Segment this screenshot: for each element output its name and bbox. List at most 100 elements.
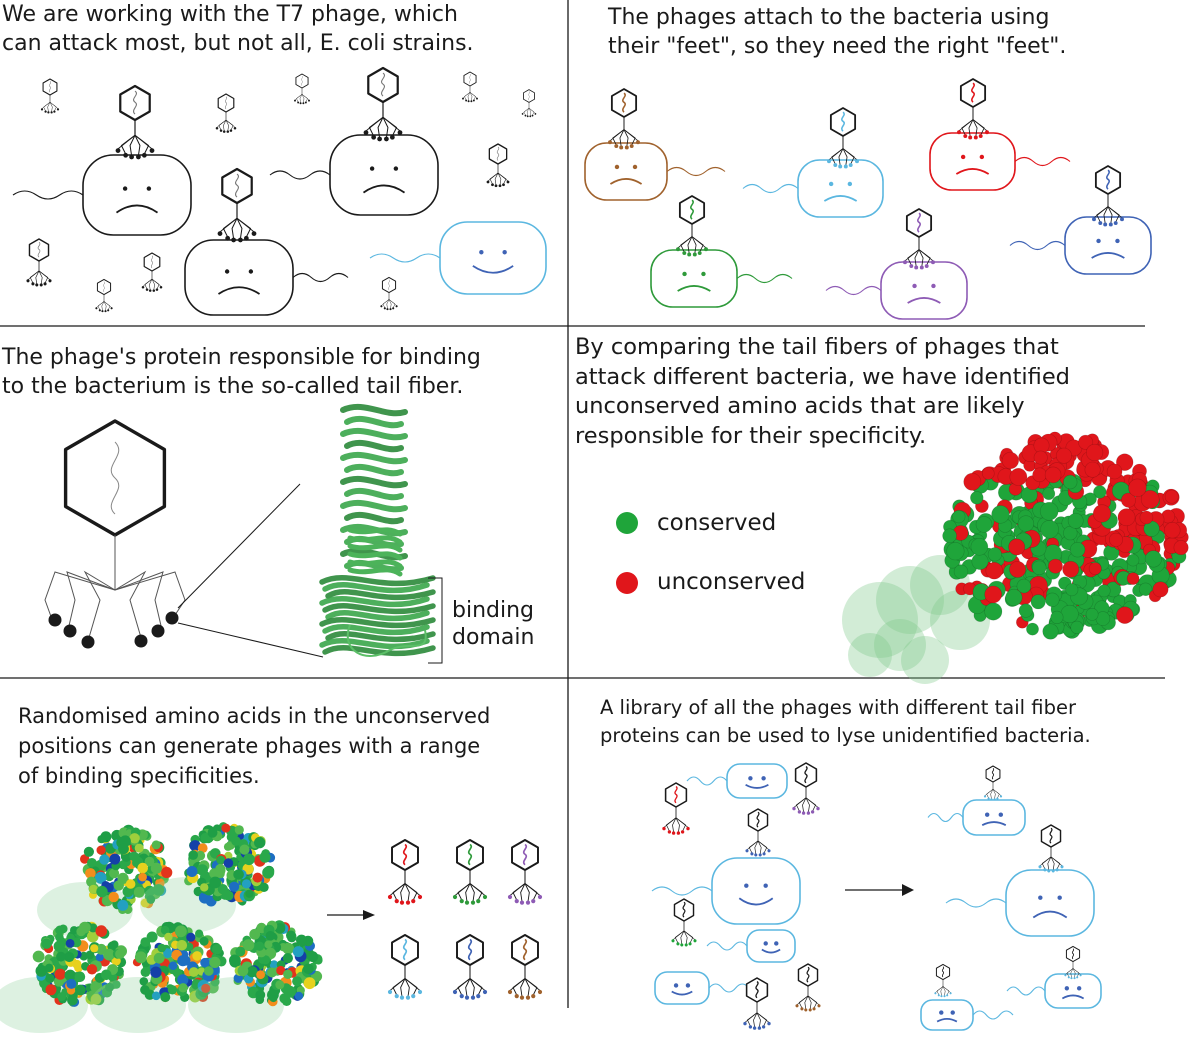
residue: [74, 984, 86, 996]
phage-foot: [688, 942, 692, 946]
residue: [56, 951, 66, 962]
bacterium-eye: [146, 186, 152, 191]
phage-foot: [56, 108, 60, 111]
phage-leg: [918, 249, 924, 267]
phage-foot: [983, 795, 987, 798]
phage-foot: [963, 134, 968, 139]
phage-foot: [943, 995, 946, 998]
phage-foot: [50, 111, 53, 114]
bacterium-body: [920, 999, 974, 1031]
phage-foot: [676, 942, 680, 946]
phage-foot: [1113, 221, 1118, 226]
panel-1-caption: We are working with the T7 phage, which …: [2, 0, 474, 58]
residue: [176, 940, 188, 951]
phage-dna: [224, 96, 228, 110]
residue: [125, 879, 136, 889]
phage-brown-feet: [608, 88, 640, 150]
phage-leg: [134, 134, 153, 150]
residue: [160, 925, 170, 935]
bacterium-flagellum: [269, 170, 331, 180]
phage-foot: [411, 899, 416, 904]
residue: [249, 928, 261, 940]
residue: [66, 978, 77, 989]
phage-leg: [47, 102, 51, 112]
conserved-residue: [1062, 474, 1078, 490]
bacterium-frown: [217, 286, 261, 295]
phage-foot: [53, 110, 56, 113]
phage-foot: [152, 289, 156, 292]
phage-leg: [404, 883, 421, 896]
residue: [153, 952, 165, 964]
binding-domain-label-line-2: domain: [452, 625, 535, 650]
binding-domain-label: binding domain: [452, 597, 534, 651]
phage-dna: [917, 212, 921, 233]
phage-leg: [388, 299, 392, 309]
phage-head-capsid: [367, 66, 399, 104]
residue: [103, 948, 115, 961]
residue: [65, 939, 75, 948]
bacterium-eye: [1096, 238, 1101, 244]
conserved-residue: [1039, 501, 1059, 521]
phage-foot: [693, 939, 697, 943]
phage-foot: [973, 135, 978, 140]
residue: [83, 846, 94, 857]
phage-foot: [949, 992, 952, 995]
arrow-head: [363, 910, 375, 920]
phage-dna: [991, 768, 995, 780]
library-phage-brown: [795, 963, 821, 1012]
phage-foot: [1060, 865, 1064, 869]
phage-leg: [904, 249, 920, 262]
conserved-residue: [946, 542, 965, 561]
phage-leg: [103, 301, 112, 308]
phage-foot: [502, 183, 505, 187]
phage-foot: [754, 853, 758, 857]
randomised-tail-fiber-model: [90, 921, 227, 1033]
phage-head-capsid: [463, 71, 477, 87]
residue: [97, 835, 106, 844]
bacterium-eye: [761, 776, 766, 781]
residue: [264, 940, 273, 949]
surface-faded: [901, 636, 949, 684]
phage-leg: [842, 148, 848, 166]
phage-leg: [497, 172, 502, 186]
residue: [292, 946, 304, 958]
panel-3-caption: The phage's protein responsible for bind…: [2, 343, 481, 401]
library-phage: [387, 934, 423, 1000]
phage-leg: [1107, 206, 1113, 224]
conserved-residue: [942, 528, 957, 544]
panel-1-caption-line-1: We are working with the T7 phage, which: [2, 2, 458, 27]
conserved-residue: [1017, 515, 1035, 532]
phage-foot: [526, 115, 529, 118]
phage-foot: [968, 135, 973, 140]
conserved-residue: [991, 505, 1010, 524]
residue: [223, 858, 234, 868]
residue: [260, 955, 271, 965]
residue: [201, 983, 211, 994]
residue: [186, 866, 198, 877]
residue: [252, 872, 263, 883]
bacterium-flagellum: [369, 253, 441, 263]
bacterium-eye: [479, 250, 484, 255]
bacterium-flagellum: [292, 272, 349, 283]
phage-leg: [386, 299, 390, 309]
phage-dark-blue-feet: [1092, 165, 1124, 227]
residue: [150, 966, 162, 978]
phage-foot: [40, 108, 44, 111]
bacterium-smile: [472, 265, 514, 274]
phage-foot: [671, 831, 676, 835]
residue: [94, 871, 107, 884]
conserved-residue: [975, 516, 993, 533]
phage-dna: [301, 75, 303, 86]
residue: [259, 851, 271, 863]
phage-leg: [294, 94, 303, 101]
phage-foot: [482, 894, 488, 900]
bacterium-red: [929, 132, 1071, 191]
phage-foot: [608, 140, 612, 145]
phage-foot: [417, 989, 423, 995]
conserved-residue: [1069, 541, 1086, 558]
panel-1-caption-line-2: can attack most, but not all, E. coli st…: [2, 31, 474, 56]
residue: [150, 862, 162, 874]
panel-6-artwork: [651, 762, 1102, 1031]
tail-fiber-protein: [319, 403, 436, 657]
